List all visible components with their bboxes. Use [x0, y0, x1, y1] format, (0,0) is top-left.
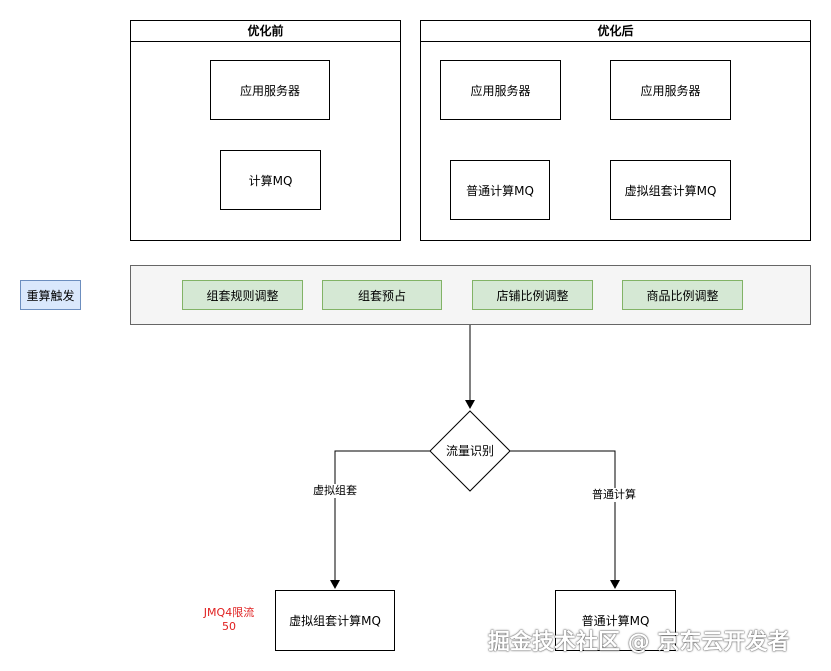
after-app-server-2: 应用服务器: [610, 60, 731, 120]
branch-left-label: 虚拟组套: [313, 484, 357, 498]
after-app-server-1: 应用服务器: [440, 60, 561, 120]
rate-limit-line2: 50: [222, 620, 236, 633]
before-app-server: 应用服务器: [210, 60, 330, 120]
watermark: 掘金技术社区 @ 京东云开发者: [488, 630, 790, 655]
event-store-ratio-adjust: 店铺比例调整: [472, 280, 593, 310]
recalc-trigger: 重算触发: [20, 280, 81, 310]
before-mq: 计算MQ: [220, 150, 321, 210]
branch-right-label: 普通计算: [592, 488, 636, 502]
before-panel: 优化前: [130, 20, 401, 241]
rate-limit-note: JMQ4限流 50: [197, 606, 261, 634]
arrow-left-branch: [330, 450, 430, 589]
decision-label: 流量识别: [445, 444, 494, 458]
before-title: 优化前: [131, 21, 400, 42]
target-normal-mq: 普通计算MQ: [555, 590, 676, 651]
decision-diamond: [429, 410, 511, 492]
after-title: 优化后: [421, 21, 810, 42]
arrow-right-branch: [510, 450, 620, 589]
event-product-ratio-adjust: 商品比例调整: [622, 280, 743, 310]
event-combo-rule-adjust: 组套规则调整: [182, 280, 303, 310]
after-normal-mq: 普通计算MQ: [450, 160, 550, 220]
target-virtual-mq: 虚拟组套计算MQ: [275, 590, 395, 651]
after-virtual-mq: 虚拟组套计算MQ: [610, 160, 731, 220]
event-combo-preoccupy: 组套预占: [322, 280, 442, 310]
rate-limit-line1: JMQ4限流: [203, 606, 255, 619]
